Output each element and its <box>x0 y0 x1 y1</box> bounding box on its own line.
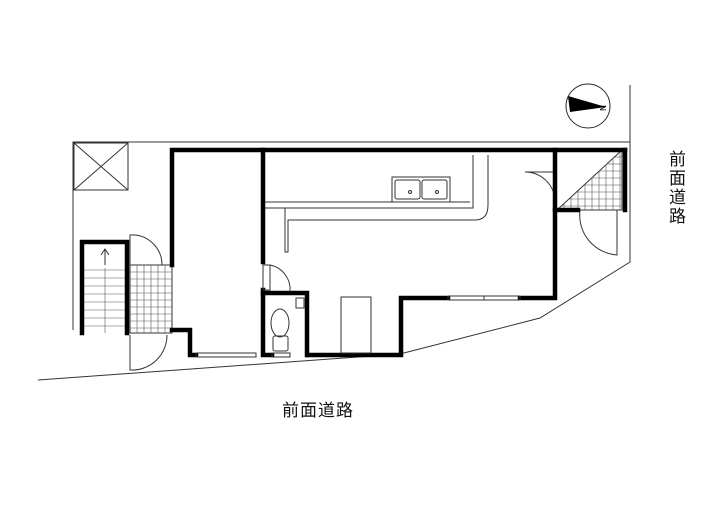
staircase <box>79 239 130 336</box>
walls <box>169 147 628 358</box>
lot-boundary <box>37 85 631 381</box>
fridge-space <box>340 296 372 354</box>
front-road-label: 前面道路 <box>282 401 354 421</box>
door-swing <box>129 234 163 266</box>
door-swing <box>269 264 291 293</box>
kitchen-counter <box>265 155 489 253</box>
svg-text:N: N <box>598 105 607 111</box>
tiled-entry-left <box>129 264 173 334</box>
void-box <box>73 142 129 191</box>
toilet-icon <box>270 297 305 352</box>
sink-icon <box>391 176 451 203</box>
door-swing <box>129 334 168 371</box>
side-road-label: 前面道路 <box>665 150 685 226</box>
door-frame <box>262 264 271 291</box>
windows <box>195 295 521 358</box>
door-swing <box>524 171 556 201</box>
tiled-entry-right <box>555 148 623 211</box>
door-swing <box>579 209 618 256</box>
compass-north-icon: N <box>565 83 611 129</box>
